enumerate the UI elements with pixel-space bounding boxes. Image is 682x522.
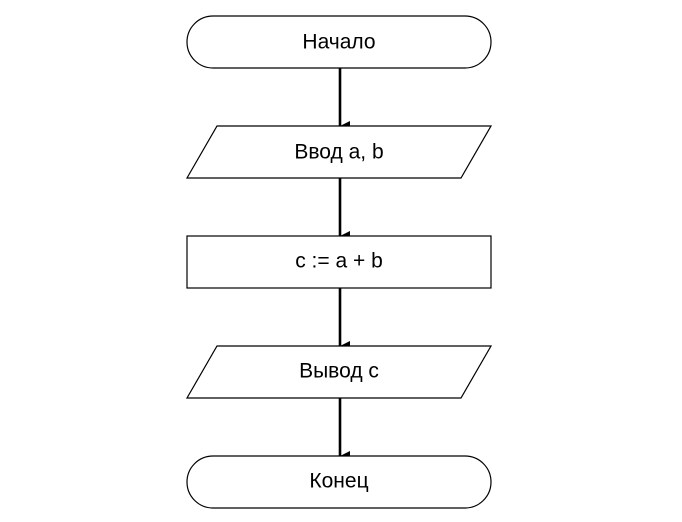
input-parallelogram-shape bbox=[185, 125, 493, 179]
end-label: Конец bbox=[309, 470, 368, 493]
end-node: Конец bbox=[186, 455, 492, 509]
process-node: c := a + b bbox=[186, 235, 492, 289]
process-rectangle-shape bbox=[186, 235, 492, 289]
start-label: Начало bbox=[302, 31, 375, 54]
start-node: Начало bbox=[186, 15, 492, 69]
output-parallelogram-shape bbox=[185, 345, 493, 399]
process-label: c := a + b bbox=[295, 250, 383, 273]
output-node: Вывод c bbox=[185, 345, 493, 399]
output-label: Вывод c bbox=[299, 360, 379, 383]
input-label: Ввод a, b bbox=[294, 141, 383, 164]
end-terminator-shape bbox=[186, 455, 492, 509]
input-node: Ввод a, b bbox=[185, 125, 493, 179]
